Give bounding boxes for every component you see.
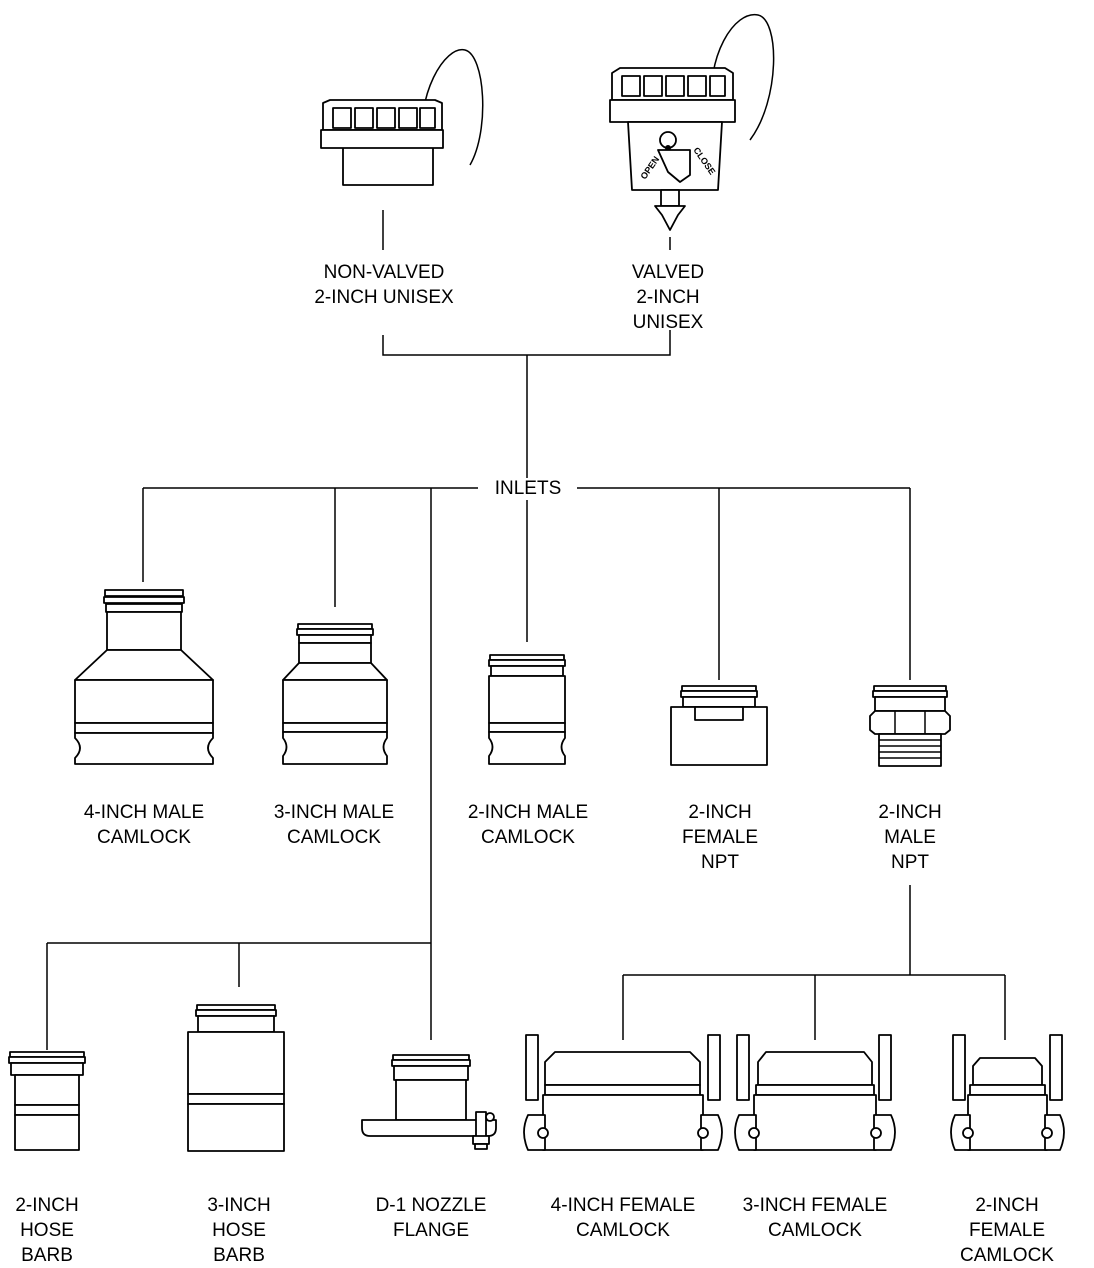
male-camlock-3-icon bbox=[283, 624, 387, 764]
d1-nozzle-flange-icon bbox=[362, 1055, 496, 1149]
female-camlock-3-icon bbox=[735, 1035, 895, 1150]
non-valved-unisex-label: NON-VALVED 2-INCH UNISEX bbox=[314, 260, 453, 310]
male-camlock-3-label: 3-INCH MALE CAMLOCK bbox=[274, 800, 394, 850]
male-npt-2-icon bbox=[870, 686, 950, 766]
valved-unisex-icon: OPEN CLOSE bbox=[610, 15, 774, 230]
male-camlock-2-icon bbox=[489, 655, 565, 764]
female-camlock-2-icon bbox=[951, 1035, 1064, 1150]
male-camlock-4-icon bbox=[75, 590, 213, 764]
hose-barb-2-label: 2-INCH HOSE BARB bbox=[15, 1193, 78, 1268]
hose-barb-2-icon bbox=[9, 1052, 85, 1150]
female-camlock-3-label: 3-INCH FEMALE CAMLOCK bbox=[743, 1193, 888, 1243]
female-camlock-2-label: 2-INCH FEMALE CAMLOCK bbox=[960, 1193, 1054, 1268]
d1-nozzle-flange-label: D-1 NOZZLE FLANGE bbox=[376, 1193, 487, 1243]
female-camlock-4-icon bbox=[524, 1035, 722, 1150]
female-npt-2-icon bbox=[671, 686, 767, 765]
male-camlock-2-label: 2-INCH MALE CAMLOCK bbox=[468, 800, 588, 850]
valved-unisex-label: VALVED 2-INCH UNISEX bbox=[632, 260, 704, 335]
hose-barb-3-label: 3-INCH HOSE BARB bbox=[207, 1193, 270, 1268]
hose-barb-3-icon bbox=[188, 1005, 284, 1151]
connector-lines bbox=[47, 210, 1005, 1050]
male-camlock-4-label: 4-INCH MALE CAMLOCK bbox=[84, 800, 204, 850]
female-npt-2-label: 2-INCH FEMALE NPT bbox=[682, 800, 758, 875]
female-camlock-4-label: 4-INCH FEMALE CAMLOCK bbox=[551, 1193, 696, 1243]
inlets-label: INLETS bbox=[495, 476, 562, 501]
non-valved-unisex-icon bbox=[321, 50, 483, 185]
male-npt-2-label: 2-INCH MALE NPT bbox=[878, 800, 941, 875]
